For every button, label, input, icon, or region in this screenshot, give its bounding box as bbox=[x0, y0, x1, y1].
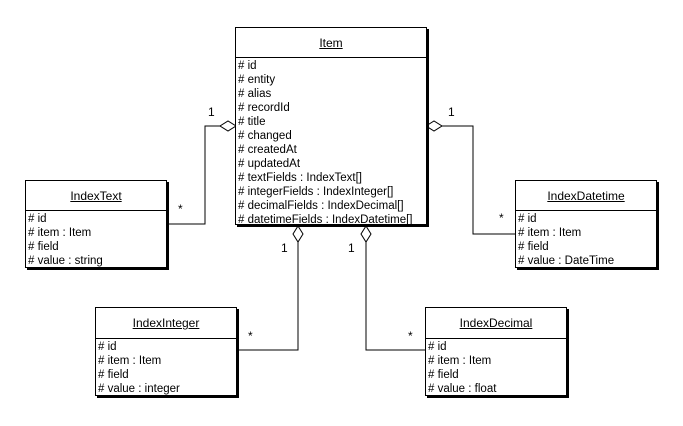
multiplicity-text-other-end: * bbox=[178, 202, 183, 216]
attribute: # integerFields : IndexInteger[] bbox=[238, 186, 394, 198]
attribute: # field bbox=[428, 369, 459, 381]
attribute: # datetimeFields : IndexDatetime[] bbox=[238, 214, 413, 226]
attribute: # id bbox=[428, 341, 447, 353]
attribute: # id bbox=[98, 341, 117, 353]
attribute: # changed bbox=[238, 130, 292, 142]
attribute: # recordId bbox=[238, 102, 290, 114]
attribute: # textFields : IndexText[] bbox=[238, 172, 363, 184]
multiplicity-integer-item-end: 1 bbox=[281, 241, 288, 255]
multiplicity-integer-other-end: * bbox=[248, 329, 253, 343]
class-item[interactable]: Item # id # entity # alias # recordId # … bbox=[235, 27, 427, 227]
attribute: # field bbox=[28, 241, 59, 253]
attribute: # alias bbox=[238, 88, 272, 100]
aggregation-diamond-indexdecimal bbox=[360, 225, 372, 243]
multiplicity-decimal-other-end: * bbox=[408, 329, 413, 343]
attribute: # item : Item bbox=[428, 355, 492, 367]
class-indextext-name: IndexText bbox=[26, 181, 166, 211]
aggregation-diamond-indexinteger bbox=[292, 225, 304, 243]
attribute: # id bbox=[238, 60, 257, 72]
aggregation-diamond-indexdatetime bbox=[425, 120, 443, 132]
attribute: # item : Item bbox=[28, 227, 92, 239]
class-indexdecimal[interactable]: IndexDecimal # id # item : Item # field … bbox=[425, 307, 567, 396]
attribute: # item : Item bbox=[518, 227, 582, 239]
attribute: # value : string bbox=[28, 255, 103, 267]
edge-item-indextext bbox=[166, 125, 236, 225]
attribute: # id bbox=[518, 213, 537, 225]
attribute: # item : Item bbox=[98, 355, 162, 367]
class-item-name: Item bbox=[236, 28, 426, 58]
attribute: # field bbox=[98, 369, 129, 381]
multiplicity-text-item-end: 1 bbox=[208, 105, 215, 119]
edge-item-indexdatetime bbox=[426, 125, 516, 235]
attribute: # decimalFields : IndexDecimal[] bbox=[238, 200, 404, 212]
class-indexdatetime-name: IndexDatetime bbox=[516, 181, 656, 211]
multiplicity-datetime-other-end: * bbox=[499, 211, 504, 225]
attribute: # createdAt bbox=[238, 144, 297, 156]
edge-item-indexinteger bbox=[236, 226, 299, 351]
aggregation-diamond-indextext bbox=[219, 120, 237, 132]
attribute: # value : DateTime bbox=[518, 255, 615, 267]
class-indexinteger[interactable]: IndexInteger # id # item : Item # field … bbox=[95, 307, 237, 396]
attribute: # entity bbox=[238, 74, 276, 86]
multiplicity-datetime-item-end: 1 bbox=[448, 105, 455, 119]
class-indexdatetime[interactable]: IndexDatetime # id # item : Item # field… bbox=[515, 180, 657, 268]
class-indexdecimal-attributes: # id # item : Item # field # value : flo… bbox=[426, 339, 566, 396]
attribute: # value : integer bbox=[98, 383, 180, 395]
class-indextext[interactable]: IndexText # id # item : Item # field # v… bbox=[25, 180, 167, 268]
class-indexdatetime-attributes: # id # item : Item # field # value : Dat… bbox=[516, 211, 656, 268]
attribute: # title bbox=[238, 116, 266, 128]
attribute: # value : float bbox=[428, 383, 497, 395]
class-indextext-attributes: # id # item : Item # field # value : str… bbox=[26, 211, 166, 268]
attribute: # field bbox=[518, 241, 549, 253]
class-indexinteger-name: IndexInteger bbox=[96, 308, 236, 339]
class-item-attributes: # id # entity # alias # recordId # title… bbox=[236, 58, 426, 227]
class-indexinteger-attributes: # id # item : Item # field # value : int… bbox=[96, 339, 236, 396]
class-indexdecimal-name: IndexDecimal bbox=[426, 308, 566, 339]
attribute: # id bbox=[28, 213, 47, 225]
edge-item-indexdecimal bbox=[365, 226, 426, 351]
multiplicity-decimal-item-end: 1 bbox=[348, 241, 355, 255]
attribute: # updatedAt bbox=[238, 158, 301, 170]
